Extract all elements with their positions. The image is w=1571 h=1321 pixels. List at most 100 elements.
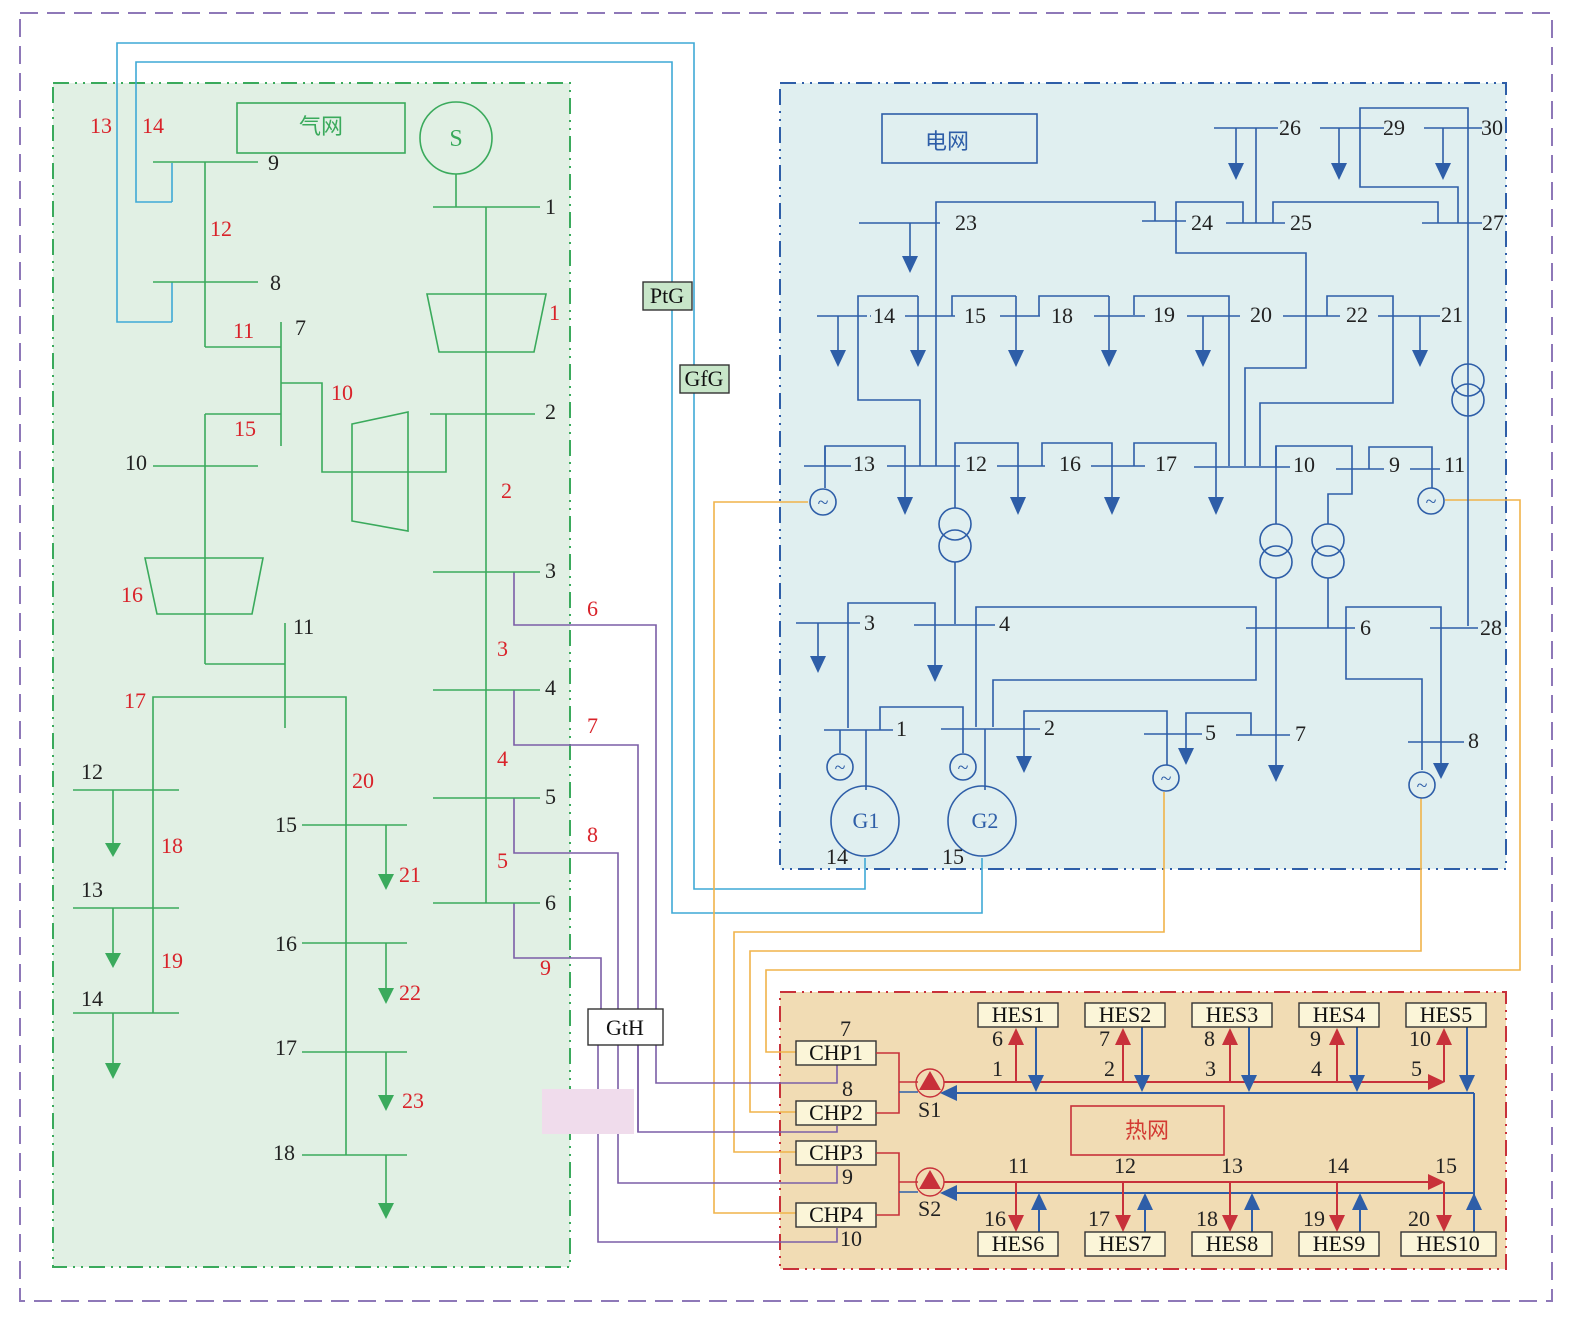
gas-pipeline-label: 3 bbox=[497, 636, 508, 661]
gas-pipeline-label: 18 bbox=[161, 833, 183, 858]
gas-network-region bbox=[52, 82, 571, 1268]
heat-node-label: 7 bbox=[1099, 1026, 1110, 1051]
bus-label: 5 bbox=[1205, 720, 1216, 745]
hes-unit: HES3 bbox=[1191, 1002, 1273, 1028]
heat-node-label: 18 bbox=[1196, 1206, 1218, 1231]
bus-label: 19 bbox=[1153, 302, 1175, 327]
heat-node-label: 3 bbox=[1205, 1056, 1216, 1081]
svg-text:HES1: HES1 bbox=[992, 1002, 1045, 1027]
redacted-box bbox=[542, 1089, 634, 1134]
svg-text:HES3: HES3 bbox=[1206, 1002, 1259, 1027]
heat-node-label: 20 bbox=[1408, 1206, 1430, 1231]
chp-unit: CHP3 bbox=[795, 1140, 877, 1166]
chp-unit: CHP4 bbox=[795, 1202, 877, 1228]
gth-device-label: GtH bbox=[606, 1015, 644, 1040]
svg-text:~: ~ bbox=[1161, 768, 1172, 790]
chp-node-label: 9 bbox=[842, 1164, 853, 1189]
bus-label: 4 bbox=[999, 611, 1010, 636]
chp-node-label: 8 bbox=[842, 1076, 853, 1101]
heat-node-label: 5 bbox=[1411, 1056, 1422, 1081]
svg-text:CHP3: CHP3 bbox=[809, 1140, 863, 1165]
generator-icon bbox=[826, 753, 854, 781]
bus-label: 18 bbox=[1051, 303, 1073, 328]
heat-node-label: 2 bbox=[1104, 1056, 1115, 1081]
generator-g1-label: G1 bbox=[853, 808, 880, 833]
svg-text:~: ~ bbox=[835, 757, 846, 779]
gas-pipeline-label: 23 bbox=[402, 1088, 424, 1113]
hes-unit: HES4 bbox=[1298, 1002, 1380, 1028]
svg-text:HES8: HES8 bbox=[1206, 1231, 1259, 1256]
bus-label: 23 bbox=[955, 210, 977, 235]
gas-node-label: 8 bbox=[270, 270, 281, 295]
gas-pipeline-label: 10 bbox=[331, 380, 353, 405]
heat-node-label: 14 bbox=[1327, 1153, 1349, 1178]
gth-device-box bbox=[587, 1008, 664, 1046]
gas-pipeline-label: 22 bbox=[399, 980, 421, 1005]
hes-bottom-connections bbox=[1008, 1093, 1482, 1232]
gas-node-label: 5 bbox=[545, 784, 556, 809]
gas-pipeline-label: 7 bbox=[587, 713, 598, 738]
heat-node-label: 8 bbox=[1204, 1026, 1215, 1051]
electric-network: 电网 bbox=[796, 107, 1504, 869]
heat-node-label: 12 bbox=[1114, 1153, 1136, 1178]
gas-node-label: 15 bbox=[275, 812, 297, 837]
gas-pipeline-label: 13 bbox=[90, 113, 112, 138]
hes-unit: HES6 bbox=[977, 1231, 1059, 1257]
heat-node-label: 1 bbox=[992, 1056, 1003, 1081]
gas-load-arrow bbox=[378, 1203, 394, 1219]
ptg-gfg-links bbox=[116, 42, 983, 914]
bus-label: 16 bbox=[1059, 451, 1081, 476]
pump-label: S1 bbox=[918, 1097, 941, 1122]
gas-pipeline-label: 5 bbox=[497, 848, 508, 873]
outer-system-boundary bbox=[19, 12, 1553, 1302]
hes-top-connections bbox=[1008, 1027, 1475, 1092]
generator-icon bbox=[949, 753, 977, 781]
gas-load-arrow bbox=[105, 843, 121, 857]
gfg-device-box bbox=[679, 364, 730, 394]
hes-unit: HES1 bbox=[977, 1002, 1059, 1028]
generator-g2-label: G2 bbox=[972, 808, 999, 833]
svg-text:HES5: HES5 bbox=[1420, 1002, 1473, 1027]
gas-pipeline-label: 8 bbox=[587, 822, 598, 847]
svg-text:HES7: HES7 bbox=[1099, 1231, 1152, 1256]
bus-label: 6 bbox=[1360, 615, 1371, 640]
bus-label: 28 bbox=[1480, 615, 1502, 640]
hes-unit: HES7 bbox=[1084, 1231, 1166, 1257]
bus-label: 8 bbox=[1468, 728, 1479, 753]
gas-node-label: 17 bbox=[275, 1035, 297, 1060]
bus-label: 21 bbox=[1441, 302, 1463, 327]
gas-load-arrow bbox=[378, 988, 394, 1004]
svg-text:HES6: HES6 bbox=[992, 1231, 1045, 1256]
hes-unit: HES8 bbox=[1191, 1231, 1273, 1257]
gas-network-title: 气网 bbox=[299, 115, 343, 140]
svg-text:CHP2: CHP2 bbox=[809, 1100, 863, 1125]
pump-label: S2 bbox=[918, 1196, 941, 1221]
gas-pipeline-label: 2 bbox=[501, 478, 512, 503]
bus-label: 1 bbox=[896, 716, 907, 741]
bus-label: 14 bbox=[873, 303, 895, 328]
chp-unit: CHP1 bbox=[795, 1040, 877, 1066]
heat-node-label: 19 bbox=[1303, 1206, 1325, 1231]
bus-label: 11 bbox=[1444, 452, 1465, 477]
generator-icon bbox=[1408, 771, 1436, 799]
heat-node-label: 10 bbox=[1409, 1026, 1431, 1051]
gas-load-arrow bbox=[378, 1095, 394, 1111]
gas-node-label: 10 bbox=[125, 450, 147, 475]
hes-unit: HES9 bbox=[1298, 1231, 1380, 1257]
svg-text:HES2: HES2 bbox=[1099, 1002, 1152, 1027]
heat-network-title: 热网 bbox=[1125, 1119, 1169, 1144]
heat-node-label: 11 bbox=[1008, 1153, 1029, 1178]
gas-node-label: 9 bbox=[268, 150, 279, 175]
gas-pipeline-label: 1 bbox=[549, 300, 560, 325]
electric-network-region bbox=[779, 82, 1507, 870]
svg-text:HES10: HES10 bbox=[1416, 1231, 1480, 1256]
gas-node-label: 16 bbox=[275, 931, 297, 956]
bus-label: 24 bbox=[1191, 210, 1213, 235]
compressor-icon bbox=[144, 557, 264, 615]
gas-node-label: 4 bbox=[545, 675, 556, 700]
bus-label: 25 bbox=[1290, 210, 1312, 235]
ptg-device-box bbox=[642, 281, 693, 311]
gas-pipeline-label: 19 bbox=[161, 948, 183, 973]
svg-text:~: ~ bbox=[818, 492, 829, 514]
bus-label: 20 bbox=[1250, 302, 1272, 327]
